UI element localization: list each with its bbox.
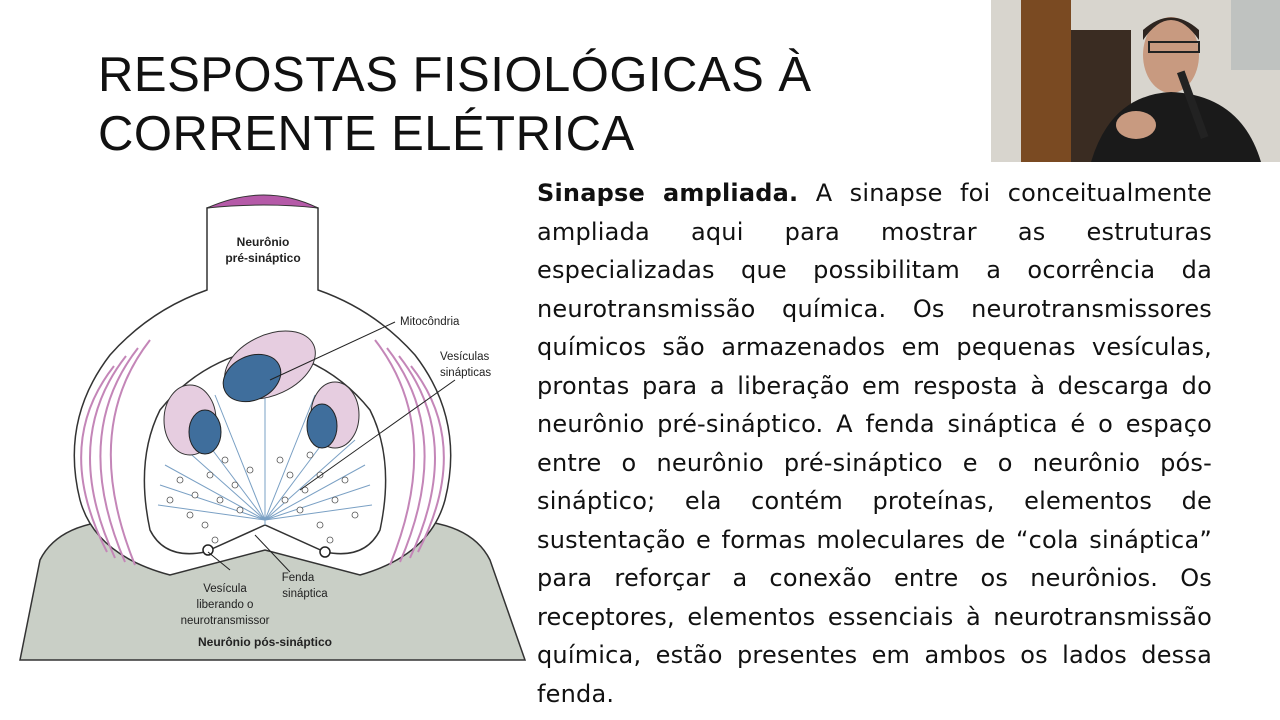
release-sites xyxy=(202,544,331,558)
label-cleft-2: sináptica xyxy=(282,588,328,600)
label-vesicles-2: sinápticas xyxy=(440,367,491,379)
leader-lines xyxy=(207,321,456,573)
label-mitochondria: Mitocôndria xyxy=(400,316,460,328)
webcam-overlay xyxy=(991,0,1280,162)
synapse-illustration: Neurônio pré-sináptico Mitocôndria Vesíc… xyxy=(19,194,527,661)
label-release-1: Vesícula xyxy=(203,583,247,595)
label-release-2: liberando o xyxy=(197,599,254,611)
mitochondria xyxy=(163,330,360,456)
label-cleft-1: Fenda xyxy=(282,572,315,584)
slide-title-line-2: CORRENTE ELÉTRICA xyxy=(98,107,635,161)
slide-title-line-1: RESPOSTAS FISIOLÓGICAS À xyxy=(98,48,812,102)
body-paragraph: A sinapse foi conceitualmente ampliada a… xyxy=(537,179,1212,708)
axon-cap xyxy=(206,194,319,209)
synapse-diagram: Neurônio pré-sináptico Mitocôndria Vesíc… xyxy=(0,180,530,670)
cytoskeleton-lines xyxy=(157,350,373,525)
label-presynaptic-1: Neurônio xyxy=(237,235,290,249)
slide-title: RESPOSTAS FISIOLÓGICAS À CORRENTE ELÉTRI… xyxy=(98,46,818,164)
membrane-lines-left xyxy=(80,339,151,566)
slide-body-text: Sinapse ampliada. A sinapse foi conceitu… xyxy=(537,174,1212,713)
synaptic-vesicles xyxy=(166,451,359,544)
label-presynaptic-2: pré-sináptico xyxy=(225,251,300,265)
webcam-feed xyxy=(991,0,1280,162)
label-postsynaptic: Neurônio pós-sináptico xyxy=(198,635,332,649)
body-lead: Sinapse ampliada. xyxy=(537,179,799,207)
label-release-3: neurotransmissor xyxy=(181,615,270,627)
label-vesicles-1: Vesículas xyxy=(440,351,489,363)
membrane-lines-right xyxy=(374,339,445,566)
